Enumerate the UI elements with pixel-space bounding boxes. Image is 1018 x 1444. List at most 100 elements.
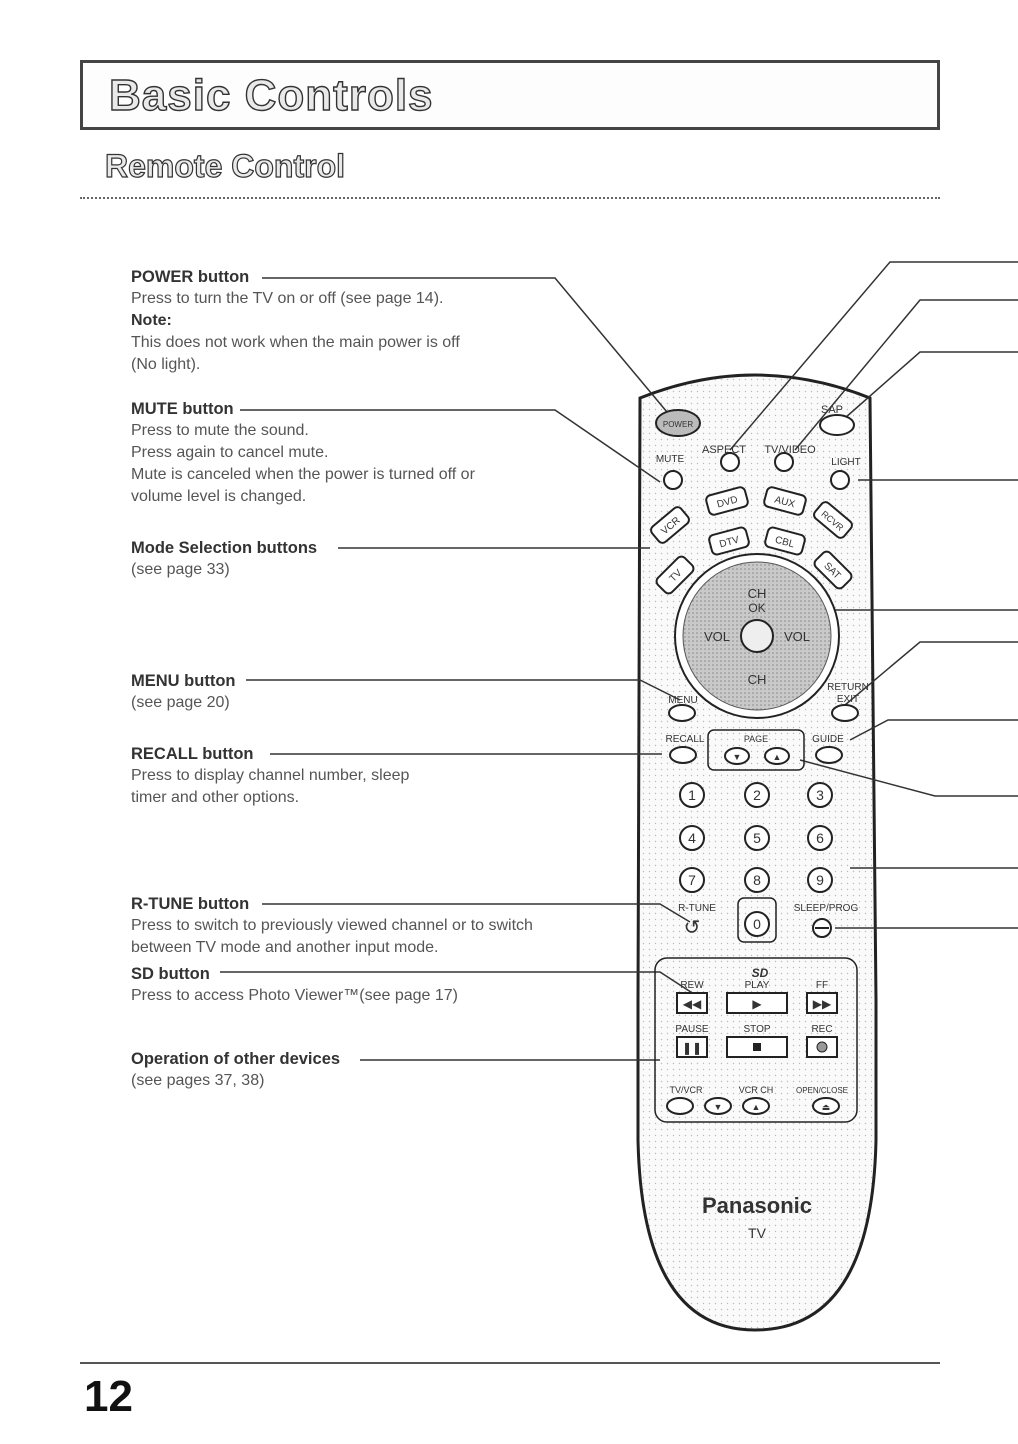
digit-0-label: 0 bbox=[753, 916, 761, 932]
vcr-mode-button[interactable] bbox=[649, 505, 691, 545]
callout-recall: RECALL button Press to display channel n… bbox=[131, 743, 631, 809]
digit-2-button[interactable] bbox=[744, 782, 770, 808]
tv-mode-button[interactable] bbox=[654, 554, 695, 595]
callout-menu-label: MENU button bbox=[131, 672, 236, 690]
openclose-button[interactable] bbox=[812, 1097, 840, 1115]
rtune-button[interactable]: ↺ bbox=[684, 917, 701, 939]
vol-right-label: VOL bbox=[784, 629, 810, 644]
vol-left-label: VOL bbox=[704, 629, 730, 644]
callout-rtune-line: between TV mode and another input mode. bbox=[131, 939, 439, 956]
dvd-mode-button[interactable] bbox=[705, 486, 749, 516]
ok-button[interactable] bbox=[740, 619, 774, 653]
callout-power-line: Press to turn the TV on or off (see page… bbox=[131, 290, 444, 307]
return-label: RETURN bbox=[827, 682, 869, 693]
play-button[interactable] bbox=[726, 992, 788, 1014]
callout-mute-label: MUTE button bbox=[131, 400, 234, 418]
digit-9-label: 9 bbox=[816, 872, 824, 888]
vcr-ch-up-button[interactable] bbox=[742, 1097, 770, 1115]
callout-menu-line: (see page 20) bbox=[131, 694, 230, 711]
digit-3-button[interactable] bbox=[807, 782, 833, 808]
tvvcr-button[interactable] bbox=[666, 1097, 694, 1115]
rtune-label: R-TUNE bbox=[678, 903, 716, 914]
record-icon bbox=[816, 1041, 828, 1053]
dvd-mode-label: DVD bbox=[716, 494, 739, 510]
mute-label: MUTE bbox=[656, 454, 685, 465]
rec-label: REC bbox=[811, 1024, 832, 1035]
vcrch-label: VCR CH bbox=[739, 1085, 774, 1095]
recall-button[interactable] bbox=[669, 746, 697, 764]
light-label: LIGHT bbox=[831, 457, 860, 468]
power-button-label: POWER bbox=[663, 420, 693, 429]
callout-rtune: R-TUNE button Press to switch to previou… bbox=[131, 893, 631, 959]
pause-icon: ❚❚ bbox=[682, 1041, 702, 1055]
rew-button[interactable] bbox=[676, 992, 708, 1014]
page-up-button[interactable] bbox=[764, 747, 790, 765]
digit-1-button[interactable] bbox=[679, 782, 705, 808]
rcvr-mode-button[interactable] bbox=[812, 500, 854, 540]
pause-button[interactable] bbox=[676, 1036, 708, 1058]
menu-button[interactable] bbox=[668, 704, 696, 722]
stop-icon bbox=[753, 1043, 761, 1051]
ok-label: OK bbox=[748, 601, 765, 615]
power-button[interactable] bbox=[655, 409, 701, 437]
digit-7-button[interactable] bbox=[679, 867, 705, 893]
leader-lines-right bbox=[729, 261, 1018, 929]
callout-power-note-line: This does not work when the main power i… bbox=[131, 334, 460, 351]
pause-label: PAUSE bbox=[675, 1024, 708, 1035]
aspect-label: ASPECT bbox=[702, 444, 746, 456]
stop-label: STOP bbox=[743, 1024, 770, 1035]
tvvideo-button[interactable] bbox=[774, 452, 794, 472]
dtv-mode-label: DTV bbox=[718, 534, 740, 550]
mute-button[interactable] bbox=[663, 470, 683, 490]
ff-label: FF bbox=[816, 980, 828, 991]
digit-4-button[interactable] bbox=[679, 825, 705, 851]
ff-button[interactable] bbox=[806, 992, 838, 1014]
callout-sd-label: SD button bbox=[131, 965, 210, 983]
ch-down-label: CH bbox=[748, 672, 767, 687]
callout-mute-line: Press to mute the sound. bbox=[131, 422, 309, 439]
digit-0-button[interactable] bbox=[744, 911, 770, 937]
mode-row-2: TV DTV CBL SAT bbox=[654, 526, 853, 595]
aux-mode-label: AUX bbox=[773, 494, 796, 510]
callout-sd-line: Press to access Photo Viewer™(see page 1… bbox=[131, 987, 458, 1004]
page-down-button[interactable] bbox=[724, 747, 750, 765]
digit-6-button[interactable] bbox=[807, 825, 833, 851]
tvvcr-label: TV/VCR bbox=[669, 1085, 703, 1095]
section-divider bbox=[80, 197, 940, 199]
sat-mode-button[interactable] bbox=[812, 549, 853, 590]
return-exit-button[interactable] bbox=[831, 704, 859, 722]
cbl-mode-button[interactable] bbox=[764, 526, 806, 556]
callout-mute: MUTE button Press to mute the sound. Pre… bbox=[131, 398, 631, 508]
sd-button[interactable]: SD bbox=[752, 966, 769, 980]
vcr-ch-down-button[interactable] bbox=[704, 1097, 732, 1115]
callout-other: Operation of other devices (see pages 37… bbox=[131, 1048, 631, 1092]
rew-label: REW bbox=[680, 980, 704, 991]
guide-button[interactable] bbox=[815, 746, 843, 764]
sap-button[interactable] bbox=[819, 414, 855, 436]
callout-power: POWER button Press to turn the TV on or … bbox=[131, 266, 631, 376]
digit-2-label: 2 bbox=[753, 787, 761, 803]
mode-row-1: VCR DVD AUX RCVR bbox=[649, 486, 854, 545]
recall-label: RECALL bbox=[666, 734, 705, 745]
callout-rtune-label: R-TUNE button bbox=[131, 895, 250, 913]
digit-5-label: 5 bbox=[753, 830, 761, 846]
vcr-ch-up-icon: ▲ bbox=[752, 1102, 761, 1112]
callout-recall-line: Press to display channel number, sleep bbox=[131, 767, 410, 784]
aspect-button[interactable] bbox=[720, 452, 740, 472]
digit-5-button[interactable] bbox=[744, 825, 770, 851]
digit-9-button[interactable] bbox=[807, 867, 833, 893]
light-button[interactable] bbox=[830, 470, 850, 490]
digit-4-label: 4 bbox=[688, 830, 696, 846]
section-title: Remote Control bbox=[104, 147, 345, 184]
page-up-icon: ▲ bbox=[773, 752, 782, 762]
sap-label: SAP bbox=[821, 404, 843, 416]
callout-sd: SD button Press to access Photo Viewer™(… bbox=[131, 963, 631, 1007]
aux-mode-button[interactable] bbox=[763, 486, 807, 516]
number-pad: 1 2 3 4 5 6 7 8 9 0 bbox=[679, 782, 833, 943]
page-title: Basic Controls bbox=[108, 70, 434, 120]
callout-power-note-label: Note: bbox=[131, 312, 172, 329]
digit-6-label: 6 bbox=[816, 830, 824, 846]
dtv-mode-button[interactable] bbox=[708, 526, 750, 556]
digit-8-button[interactable] bbox=[744, 867, 770, 893]
digit-7-label: 7 bbox=[688, 872, 696, 888]
